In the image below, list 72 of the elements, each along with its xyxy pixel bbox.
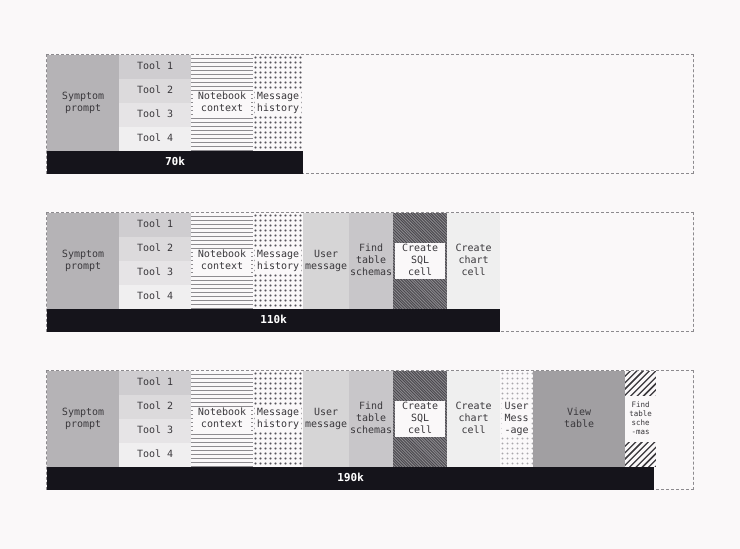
- context-window-frame: [46, 212, 694, 332]
- tool-segment: [119, 237, 191, 261]
- segment-label: Notebook context: [193, 91, 251, 115]
- history-segment: [253, 213, 303, 309]
- tool-call-segment: [349, 371, 393, 467]
- segment-label: Tool 4: [136, 291, 174, 303]
- segment-label: View table: [562, 407, 596, 431]
- segment-label: Find table schemas: [350, 401, 392, 437]
- tool-segment: [119, 261, 191, 285]
- segment-label: User Mess -age: [502, 401, 531, 437]
- token-count-bar: [47, 467, 654, 490]
- segment-label: Tool 3: [136, 425, 174, 437]
- token-count: 110k: [260, 314, 287, 326]
- message-segment: [303, 213, 349, 309]
- token-count: 70k: [165, 156, 185, 168]
- prompt-segment: [47, 55, 119, 151]
- context-segment: [191, 213, 253, 309]
- context-segment: [191, 55, 253, 151]
- segment-label: Tool 1: [136, 61, 174, 73]
- segment-label: Tool 4: [136, 133, 174, 145]
- segment-label: Create SQL cell: [395, 243, 445, 279]
- token-count-bar: [47, 309, 500, 332]
- segment-label: Symptom prompt: [60, 91, 106, 115]
- segment-label: Message history: [255, 407, 301, 431]
- segment-label: Tool 2: [136, 85, 174, 97]
- tool-call-segment: [349, 213, 393, 309]
- segment-label: Tool 1: [136, 377, 174, 389]
- segment-label: User message: [304, 407, 348, 431]
- prompt-segment: [47, 213, 119, 309]
- segment-label: Tool 2: [136, 243, 174, 255]
- tool-segment: [119, 103, 191, 127]
- token-count-bar: [47, 151, 303, 174]
- segment-label: Tool 3: [136, 267, 174, 279]
- segment-label: Notebook context: [193, 407, 251, 431]
- tool-segment: [119, 285, 191, 309]
- segment-label: Symptom prompt: [60, 407, 106, 431]
- tool-call-segment: [393, 371, 447, 467]
- segment-label: Symptom prompt: [60, 249, 106, 273]
- tool-segment: [119, 419, 191, 443]
- segment-label: Message history: [255, 91, 301, 115]
- segment-label: Tool 4: [136, 449, 174, 461]
- tool-segment: [119, 55, 191, 79]
- segment-label: Message history: [255, 249, 301, 273]
- token-count: 190k: [337, 472, 364, 484]
- segment-label: Create chart cell: [454, 243, 493, 279]
- tool-segment: [119, 395, 191, 419]
- context-segment: [191, 371, 253, 467]
- message-segment: [500, 371, 533, 467]
- segment-label: User message: [304, 249, 348, 273]
- history-segment: [253, 371, 303, 467]
- tool-segment: [119, 127, 191, 151]
- segment-label: Notebook context: [193, 249, 251, 273]
- segment-label: Tool 3: [136, 109, 174, 121]
- context-window-frame: [46, 54, 694, 174]
- tool-segment: [119, 79, 191, 103]
- tool-segment: [119, 443, 191, 467]
- history-segment: [253, 55, 303, 151]
- segment-label: Find table schemas: [350, 243, 392, 279]
- segment-label: Create SQL cell: [395, 401, 445, 437]
- tool-segment: [119, 213, 191, 237]
- tool-call-segment: [447, 371, 500, 467]
- tool-segment: [119, 371, 191, 395]
- prompt-segment: [47, 371, 119, 467]
- segment-label: Tool 2: [136, 401, 174, 413]
- message-segment: [303, 371, 349, 467]
- tool-call-segment: [447, 213, 500, 309]
- segment-label: Create chart cell: [454, 401, 493, 437]
- segment-label: Tool 1: [136, 219, 174, 231]
- context-window-frame: [46, 370, 694, 490]
- tool-call-segment: [625, 371, 656, 467]
- tool-call-segment: [533, 371, 625, 467]
- tool-call-segment: [393, 213, 447, 309]
